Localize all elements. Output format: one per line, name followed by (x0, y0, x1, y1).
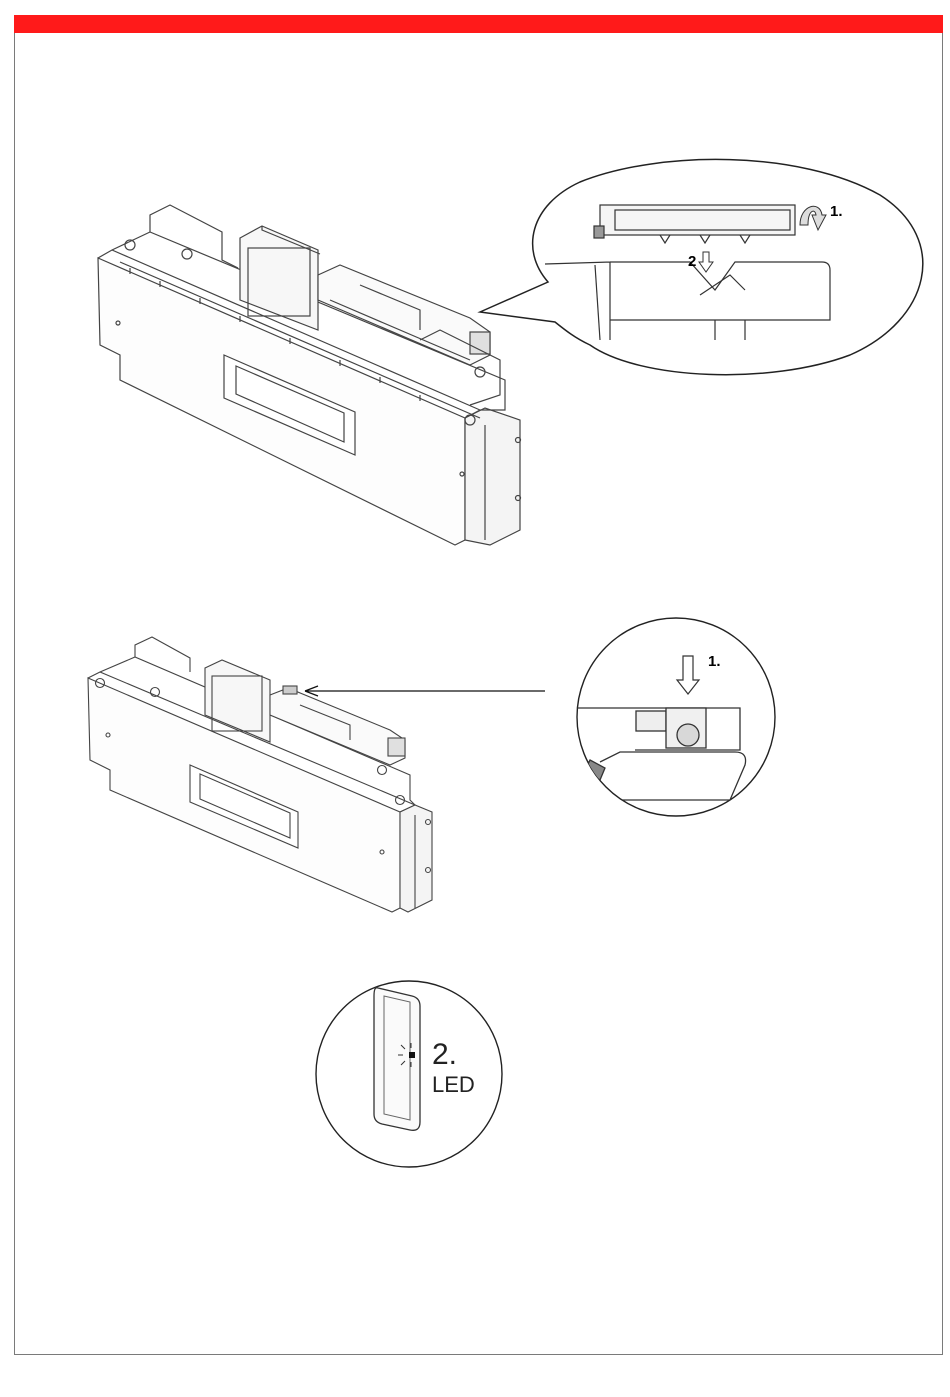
figure-2-pointer (305, 686, 545, 696)
figure-2-module-drawing (88, 637, 432, 912)
figure-2-detail-circle: 1. (570, 618, 775, 816)
figure-2-step-1-label: 1. (708, 653, 721, 670)
